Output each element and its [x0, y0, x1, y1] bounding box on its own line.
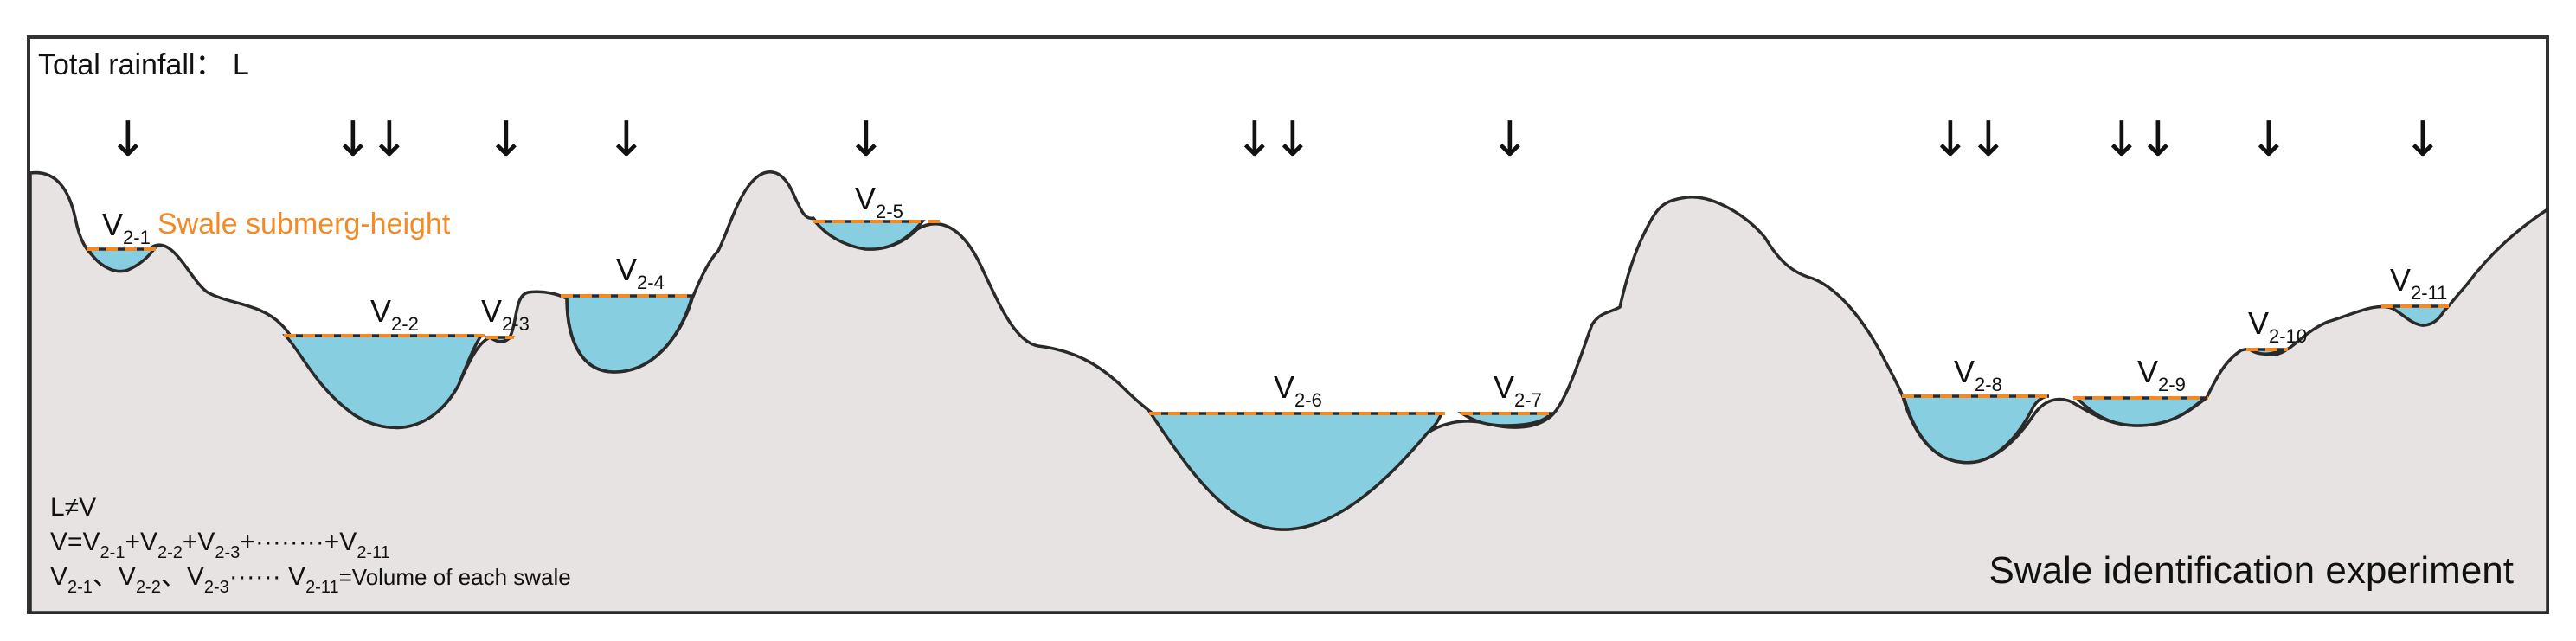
submerge-lines: [87, 220, 2449, 415]
swale-label-10: V2-10: [2248, 305, 2307, 347]
rain-arrow-icon: ↓: [2249, 112, 2290, 168]
swale-water-2: [282, 334, 485, 430]
swale-water-11: [2387, 304, 2451, 327]
swale-label-5: V2-5: [855, 181, 903, 222]
rain-arrow-icon: ↓: [333, 112, 374, 168]
formula-line-1: L≠V: [50, 493, 96, 522]
formula-block: L≠V V=V2-1+V2-2+V2-3+········+V2-11 V2-1…: [50, 493, 571, 597]
swale-water-8: [1901, 394, 2050, 465]
swale-labels: V2-1 V2-2 V2-3 V2-4 V2-5 V2-6 V2-7 V2-8 …: [102, 181, 2447, 411]
formula-line-2: V=V2-1+V2-2+V2-3+········+V2-11: [50, 528, 390, 562]
rain-arrow-icon: ↓: [607, 112, 647, 168]
submerge-legend-label: Swale submerg-height: [157, 208, 451, 240]
rain-arrow-icon: ↓: [486, 112, 527, 168]
rain-arrow-icon: ↓: [1969, 112, 2009, 168]
rain-arrow-icon: ↓: [846, 112, 887, 168]
rain-arrow-icon: ↓: [108, 112, 149, 168]
swale-label-11: V2-11: [2390, 262, 2447, 304]
swale-label-6: V2-6: [1274, 369, 1322, 411]
swale-water-4: [565, 294, 695, 374]
rain-arrow-icon: ↓: [1490, 112, 1531, 168]
diagram-caption: Swale identification experiment: [1988, 549, 2514, 592]
swale-label-9: V2-9: [2137, 354, 2186, 395]
rain-arrow-icon: ↓: [2403, 112, 2444, 168]
rain-arrow-icon: ↓: [1930, 112, 1971, 168]
rain-arrow-icon: ↓: [1273, 112, 1314, 168]
swale-label-1: V2-1: [102, 207, 151, 248]
swale-label-2: V2-2: [370, 293, 419, 335]
swale-water-7: [1457, 412, 1554, 427]
rainfall-arrows: ↓ ↓ ↓ ↓ ↓ ↓ ↓ ↓ ↓ ↓ ↓ ↓ ↓ ↓ ↓: [108, 112, 2444, 168]
swale-water-5: [812, 220, 926, 251]
rain-arrow-icon: ↓: [369, 112, 410, 168]
swale-water-6: [1147, 412, 1444, 531]
swale-label-3: V2-3: [481, 293, 530, 335]
swale-label-7: V2-7: [1494, 369, 1542, 411]
swale-water-9: [2072, 396, 2209, 427]
rain-arrow-icon: ↓: [2102, 112, 2142, 168]
rain-arrow-icon: ↓: [2138, 112, 2179, 168]
rainfall-label: Total rainfall： L: [38, 48, 249, 81]
swale-label-4: V2-4: [616, 252, 665, 293]
formula-line-3: V2-1、V2-2、V2-3······ V2-11=Volume of eac…: [50, 562, 571, 597]
swale-water-1: [86, 247, 157, 273]
swale-label-8: V2-8: [1954, 354, 2002, 395]
water-bodies: [86, 220, 2451, 531]
rain-arrow-icon: ↓: [1235, 112, 1275, 168]
